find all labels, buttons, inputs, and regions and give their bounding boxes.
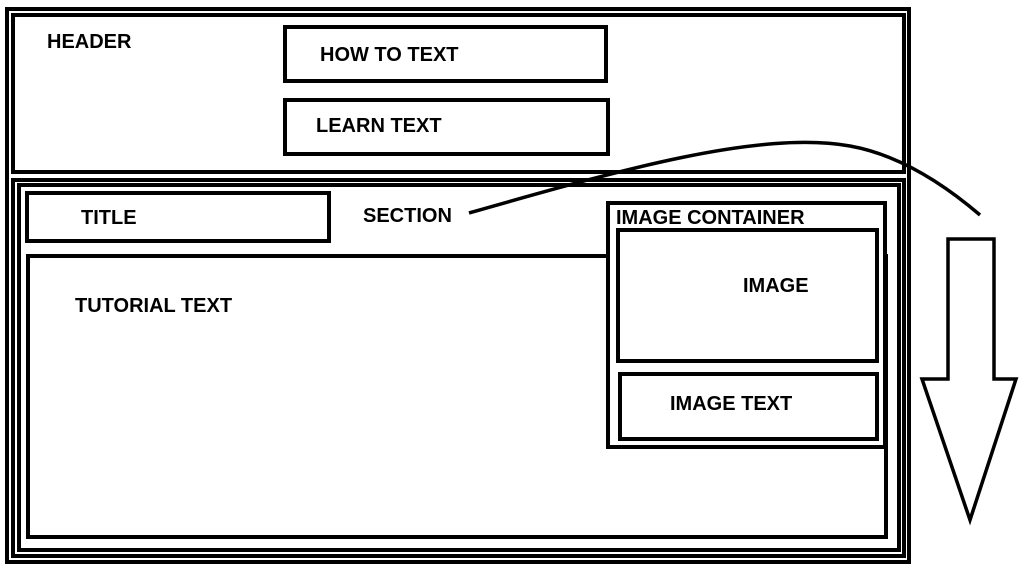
learn-text-label: LEARN TEXT xyxy=(316,115,442,137)
down-arrow-icon xyxy=(919,237,1019,526)
how-to-text-box xyxy=(283,25,608,83)
title-box xyxy=(25,191,331,243)
image-label: IMAGE xyxy=(743,275,809,297)
tutorial-text-label: TUTORIAL TEXT xyxy=(75,295,233,317)
title-label: TITLE xyxy=(81,207,137,229)
learn-text-box xyxy=(283,98,610,156)
image-text-label: IMAGE TEXT xyxy=(670,393,793,415)
image-text-box xyxy=(618,372,879,441)
image-box xyxy=(616,228,879,363)
image-container-box xyxy=(606,201,887,449)
section-label: SECTION xyxy=(363,205,452,227)
section-region-outer xyxy=(11,178,906,558)
header-label: HEADER xyxy=(47,31,132,53)
image-container-label: IMAGE CONTAINER xyxy=(616,207,805,229)
page-frame-outer xyxy=(5,7,911,564)
how-to-text-label: HOW TO TEXT xyxy=(320,44,459,66)
curved-pointer-line xyxy=(468,140,982,217)
section-region-inner xyxy=(17,183,901,552)
header-region xyxy=(11,13,906,174)
